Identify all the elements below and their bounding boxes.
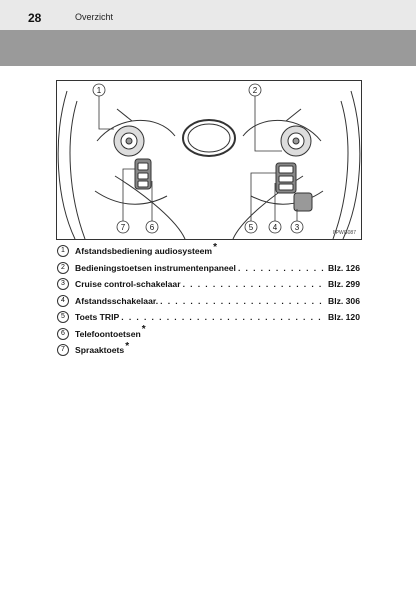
component-list: 1 Afstandsbediening audiosysteem* 2 Bedi… [57, 241, 360, 359]
callout-1: 1 [97, 86, 102, 95]
item-number: 7 [57, 344, 69, 357]
item-label: Telefoontoetsen [75, 328, 141, 339]
item-number: 6 [57, 327, 69, 340]
list-item: 7 Spraaktoets* [57, 340, 360, 359]
section-title: Overzicht [75, 12, 114, 22]
item-label: Spraaktoets [75, 345, 125, 356]
item-number: 2 [57, 261, 69, 274]
list-item: 2 Bedieningstoetsen instrumentenpaneel .… [57, 260, 360, 277]
leader-dots: . . . . . . . . . . . . . . . . . . . . … [121, 312, 326, 323]
footnote-star: * [125, 340, 130, 352]
item-number: 4 [57, 294, 69, 307]
callout-5: 5 [249, 223, 254, 232]
leader-dots: . . . . . . . . . . . . . . . . . . . . … [182, 279, 326, 290]
list-item: 6 Telefoontoetsen* [57, 324, 360, 343]
list-item: 3 Cruise control-schakelaar . . . . . . … [57, 276, 360, 293]
steering-wheel-illustration: 1 2 7 6 5 4 3 IIPWG087 [56, 80, 362, 240]
list-item: 4 Afstandsschakelaar. . . . . . . . . . … [57, 293, 360, 310]
item-label: Bedieningstoetsen instrumentenpaneel [75, 262, 236, 273]
header-band [0, 30, 416, 66]
item-label: Cruise control-schakelaar [75, 279, 181, 290]
item-number: 1 [57, 245, 69, 258]
callout-6: 6 [150, 223, 155, 232]
item-label: Afstandsbediening audiosysteem [75, 246, 213, 257]
page-reference[interactable]: Blz. 120 [327, 312, 360, 323]
footnote-star: * [141, 324, 146, 336]
callout-3: 3 [295, 223, 300, 232]
item-number: 3 [57, 278, 69, 291]
list-item: 1 Afstandsbediening audiosysteem* [57, 241, 360, 260]
leader-dots: . . . . . . . . . . . . . . . . . . . . … [160, 295, 326, 306]
item-label: Afstandsschakelaar. [75, 295, 159, 306]
callout-7: 7 [121, 223, 126, 232]
leader-dots: . . . . . . . . . . . . . . . . . . . . … [237, 262, 326, 273]
footnote-star: * [213, 241, 217, 253]
page-reference[interactable]: Blz. 306 [327, 295, 360, 306]
figure-id: IIPWG087 [332, 230, 356, 236]
page-reference[interactable]: Blz. 299 [327, 279, 360, 290]
item-label: Toets TRIP [75, 312, 120, 323]
callout-4: 4 [273, 223, 278, 232]
steering-wheel-drawing: 1 2 7 6 5 4 3 [57, 83, 361, 240]
list-item: 5 Toets TRIP . . . . . . . . . . . . . .… [57, 309, 360, 326]
item-number: 5 [57, 311, 69, 324]
page-reference[interactable]: Blz. 126 [327, 262, 360, 273]
page-header: 28 Overzicht [0, 0, 416, 30]
page-number: 28 [28, 11, 42, 25]
callout-2: 2 [253, 86, 258, 95]
